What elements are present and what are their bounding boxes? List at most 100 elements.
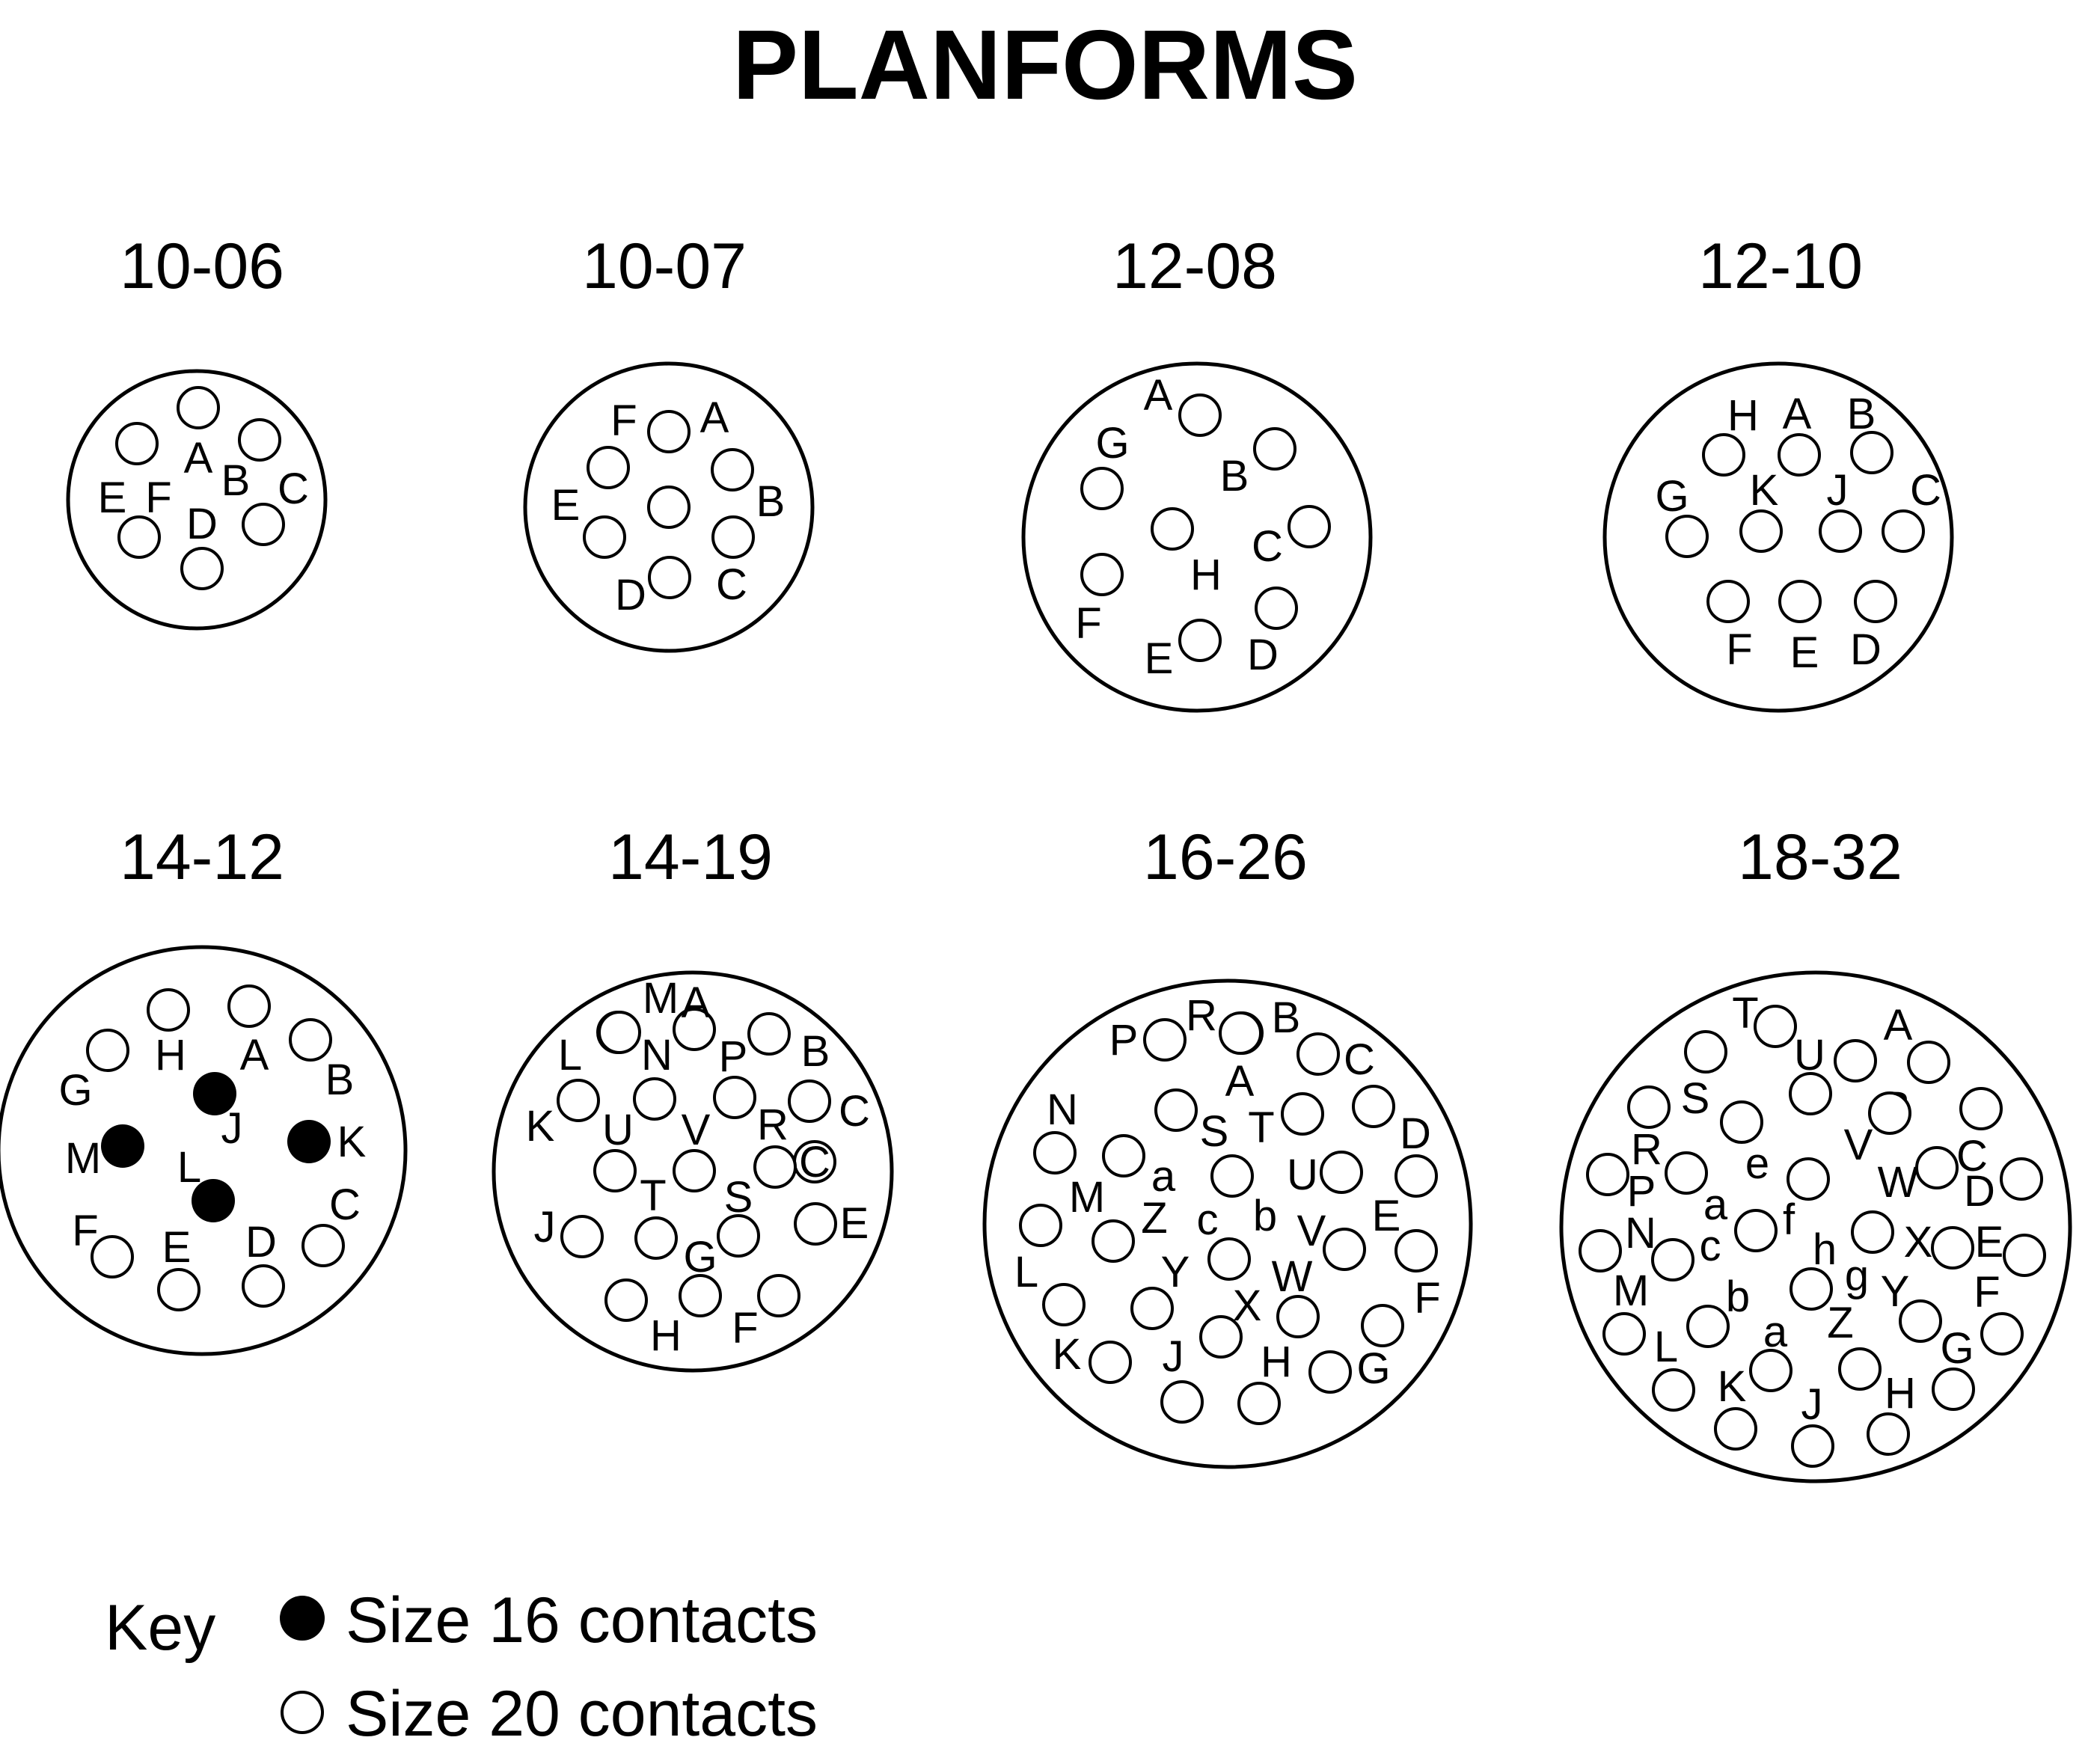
contact-label: S	[1681, 1074, 1710, 1123]
contact-size-20	[1323, 1228, 1366, 1271]
contact-size-20	[238, 418, 281, 462]
contact-label: V	[682, 1106, 711, 1154]
key-size-20-text: Size 20 contacts	[346, 1678, 818, 1750]
contact-size-20	[598, 1011, 641, 1054]
contact-size-20	[560, 1215, 604, 1258]
contact-label: E	[840, 1199, 869, 1248]
contact-size-20	[1143, 1018, 1187, 1062]
contact-size-20	[604, 1278, 648, 1322]
contact-label: E	[1145, 634, 1174, 683]
contact-label: E	[1790, 628, 1819, 677]
contact-label: G	[1940, 1324, 1974, 1373]
contact-label: M	[65, 1134, 101, 1183]
contact-size-20	[1714, 1407, 1757, 1451]
contact-label: L	[1014, 1248, 1038, 1296]
contact-label: F	[1726, 625, 1752, 674]
contact-label: N	[1625, 1209, 1656, 1258]
contact-size-20	[1394, 1154, 1438, 1198]
contact-size-16	[101, 1124, 144, 1168]
contact-label: f	[1783, 1195, 1795, 1244]
contact-label: c	[1700, 1222, 1721, 1270]
contact-label: b	[1253, 1192, 1277, 1240]
contact-label: G	[1095, 419, 1129, 468]
contact-label: R	[1631, 1125, 1662, 1174]
contact-size-20	[1130, 1287, 1174, 1330]
contact-size-20	[679, 1274, 722, 1317]
contact-size-20	[1080, 467, 1124, 510]
contact-size-20	[1320, 1151, 1363, 1194]
contact-label: B	[1847, 390, 1876, 438]
contact-label: P	[719, 1032, 748, 1081]
contact-label: Z	[1141, 1194, 1167, 1243]
contact-size-20	[1907, 1041, 1950, 1084]
contact-size-20	[1219, 1011, 1262, 1055]
contact-label: Y	[1881, 1267, 1910, 1316]
contact-label: H	[1261, 1338, 1292, 1386]
key-size-20-symbol	[281, 1691, 324, 1734]
contact-size-20	[1207, 1237, 1251, 1281]
contact-size-20	[1199, 1315, 1243, 1359]
contact-size-20	[794, 1202, 837, 1246]
contact-label: V	[1844, 1121, 1873, 1169]
contact-label: V	[1297, 1207, 1326, 1255]
contact-label: J	[1163, 1332, 1184, 1381]
contact-size-20	[757, 1274, 800, 1317]
contact-size-20	[117, 515, 161, 559]
contact-label: B	[221, 456, 251, 505]
contact-size-20	[673, 1149, 716, 1192]
contact-size-20	[1102, 1134, 1145, 1177]
contact-label: F	[72, 1207, 98, 1255]
contact-size-20	[717, 1214, 760, 1258]
contact-label: U	[1287, 1151, 1318, 1199]
contact-size-16	[193, 1072, 236, 1115]
contact-label: B	[756, 477, 786, 526]
planform-label: 16-26	[1143, 821, 1308, 893]
contact-size-16	[287, 1120, 331, 1163]
contact-size-20	[634, 1216, 678, 1260]
contact-label: b	[1726, 1273, 1750, 1321]
contact-label: h	[1813, 1225, 1837, 1274]
contact-label: S	[1200, 1107, 1229, 1156]
contact-size-20	[1178, 619, 1222, 662]
contact-label: A	[1783, 390, 1812, 438]
contact-label: J	[221, 1104, 243, 1153]
contact-label: F	[145, 474, 171, 522]
contact-label: W	[1878, 1158, 1919, 1207]
contact-label: D	[245, 1218, 277, 1267]
contact-size-20	[1854, 580, 1897, 623]
contact-label: a	[1703, 1180, 1728, 1229]
contact-label: D	[1850, 625, 1882, 674]
contact-size-20	[593, 1149, 637, 1192]
contact-size-20	[1237, 1382, 1281, 1425]
contact-size-20	[1867, 1412, 1910, 1456]
contact-label: Y	[1161, 1248, 1190, 1296]
contact-label: A	[1144, 371, 1173, 420]
contact-size-20	[1602, 1312, 1646, 1356]
contact-label: D	[615, 571, 646, 619]
contact-label: M	[1613, 1267, 1649, 1315]
contact-size-20	[180, 547, 224, 590]
contact-label: D	[186, 500, 218, 548]
contact-label: D	[1247, 631, 1279, 679]
contact-label: C	[1910, 466, 1941, 515]
contact-size-20	[1019, 1204, 1062, 1247]
contact-size-20	[1253, 427, 1296, 471]
contact-size-20	[1394, 1229, 1438, 1273]
key-size-16-text: Size 16 contacts	[346, 1584, 818, 1656]
contact-size-20	[91, 1235, 134, 1278]
contact-size-20	[1868, 1091, 1911, 1135]
contact-label: T	[640, 1172, 666, 1220]
contact-size-20	[1850, 431, 1893, 474]
contact-size-20	[1627, 1085, 1671, 1129]
contact-size-20	[2000, 1157, 2043, 1201]
contact-label: B	[1272, 993, 1301, 1042]
contact-size-20	[1178, 393, 1222, 437]
contact-label: a	[1151, 1152, 1176, 1201]
contact-size-20	[1702, 433, 1745, 477]
contact-size-20	[1791, 1424, 1834, 1468]
